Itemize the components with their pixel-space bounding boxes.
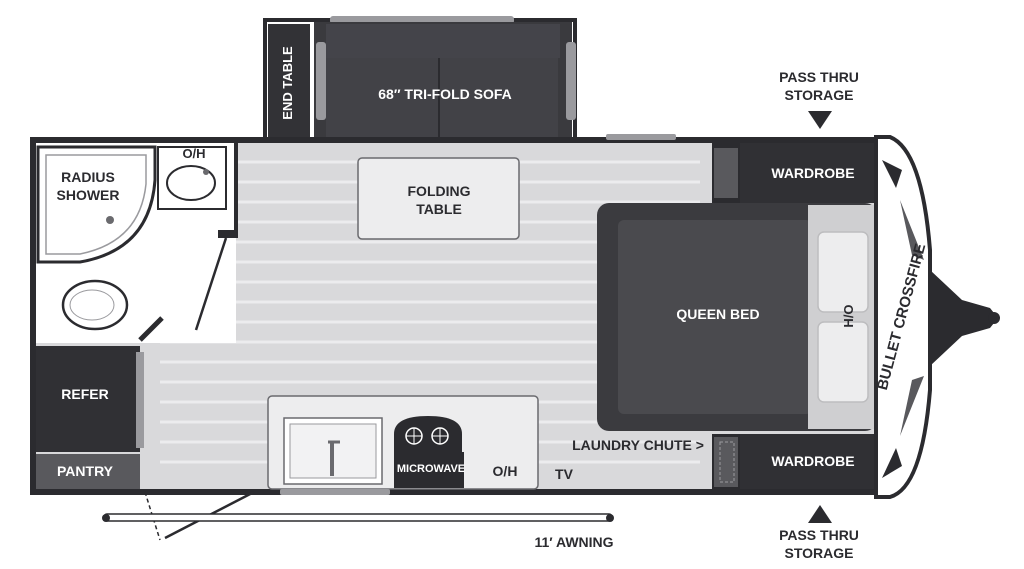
pantry-label: PANTRY [57, 463, 114, 479]
shower-drain [106, 216, 114, 224]
bath-sink [166, 165, 216, 201]
refer-label: REFER [61, 386, 108, 402]
awning-label: 11′ AWNING [534, 534, 613, 550]
end-table-label: END TABLE [280, 46, 295, 120]
arrow-up-icon [808, 505, 832, 523]
end-table [268, 24, 310, 142]
slide-out: END TABLE 68″ TRI-FOLD SOFA [263, 16, 577, 150]
front-cap: BULLET CROSSFIRE [874, 135, 1000, 499]
sofa-label: 68″ TRI-FOLD SOFA [378, 86, 512, 102]
pantry [36, 454, 140, 489]
folding-table-label-2: TABLE [416, 201, 462, 217]
hitch [930, 270, 1000, 366]
pass-thru-top-label-1: PASS THRU [779, 69, 859, 85]
folding-table-label-1: FOLDING [408, 183, 471, 199]
kitchen-oh-label: O/H [493, 463, 518, 479]
wardrobe-top-label: WARDROBE [771, 165, 854, 181]
bedroom: WARDROBE WARDROBE QUEEN BED H/O [597, 143, 878, 489]
pass-thru-top-label-2: STORAGE [785, 87, 854, 103]
microwave [394, 452, 464, 488]
pass-thru-bottom-label-2: STORAGE [785, 545, 854, 561]
stove [394, 416, 462, 452]
bathroom: RADIUS SHOWER O/H [36, 143, 238, 343]
sofa: 68″ TRI-FOLD SOFA [314, 16, 576, 150]
refer-pantry: REFER PANTRY [36, 346, 144, 489]
laundry-chute-label: LAUNDRY CHUTE > [572, 437, 704, 453]
radius-shower [36, 145, 157, 264]
queen-bed-label: QUEEN BED [676, 306, 759, 322]
kitchen-counter: MICROWAVE O/H [267, 395, 539, 495]
tv-label: TV [555, 466, 574, 482]
refer [36, 346, 140, 452]
bath-oh-label: O/H [182, 146, 205, 161]
radius-shower-label-1: RADIUS [61, 169, 115, 185]
bed-oh-label: H/O [841, 304, 856, 327]
folding-table: FOLDING TABLE [357, 157, 520, 240]
microwave-label: MICROWAVE [397, 463, 465, 475]
wardrobe-bottom-label: WARDROBE [771, 453, 854, 469]
arrow-down-icon [808, 111, 832, 129]
radius-shower-label-2: SHOWER [57, 187, 120, 203]
bath-door [194, 237, 228, 331]
pass-thru-bottom-label-1: PASS THRU [779, 527, 859, 543]
pass-thru-top: PASS THRU STORAGE [779, 69, 859, 129]
awning: 11′ AWNING [102, 513, 614, 550]
pass-thru-bottom: PASS THRU STORAGE [779, 505, 859, 561]
